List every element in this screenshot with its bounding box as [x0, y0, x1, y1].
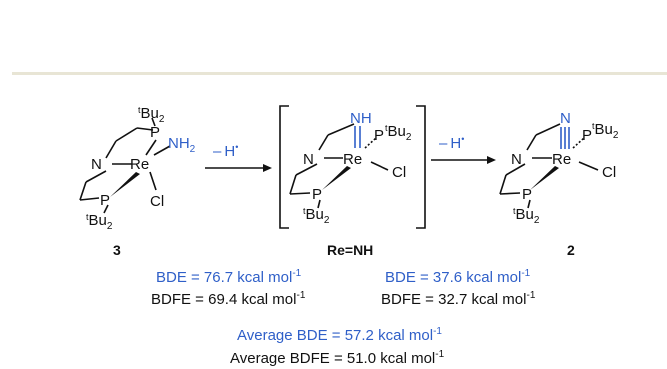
atom-p: P: [150, 124, 160, 141]
tbu2-group: tBu2: [592, 121, 619, 141]
step1-bdfe: BDFE = 69.4 kcal mol-1: [151, 290, 306, 308]
tbu2-group: tBu2: [303, 206, 330, 226]
atom-cl: Cl: [392, 164, 406, 181]
atom-cl: Cl: [150, 193, 164, 210]
intermediate-brackets: [279, 105, 426, 229]
compound-label-re-nh: Re=NH: [327, 242, 373, 258]
compound-2-structure: N Re N P P Cl tBu2 tBu2: [499, 110, 619, 226]
atom-cl: Cl: [602, 164, 616, 181]
reaction-arrow-1: –H•: [205, 142, 272, 172]
compound-3-structure: N Re P P Cl NH2 tBu2 tBu2: [79, 105, 196, 232]
nitride-ligand: N: [560, 110, 571, 127]
atom-n: N: [511, 151, 522, 168]
average-bde: Average BDE = 57.2 kcal mol-1: [237, 326, 442, 344]
atom-p: P: [312, 186, 322, 203]
atom-p: P: [374, 127, 384, 144]
atom-n: N: [303, 151, 314, 168]
step2-bdfe: BDFE = 32.7 kcal mol-1: [381, 290, 536, 308]
atom-p: P: [100, 192, 110, 209]
h-atom-abstraction-label: –H•: [213, 142, 238, 160]
average-bdfe: Average BDFE = 51.0 kcal mol-1: [230, 349, 445, 367]
tbu2-group: tBu2: [138, 105, 165, 125]
atom-re: Re: [343, 151, 362, 168]
tbu2-group: tBu2: [86, 212, 113, 232]
atom-re: Re: [130, 156, 149, 173]
nh2-ligand: NH2: [168, 135, 196, 155]
step2-bde: BDE = 37.6 kcal mol-1: [385, 268, 531, 286]
nh-ligand: NH: [350, 110, 372, 127]
top-divider-rule: [12, 72, 667, 75]
atom-re: Re: [552, 151, 571, 168]
tbu2-group: tBu2: [513, 206, 540, 226]
compound-label-3: 3: [113, 242, 121, 258]
step1-bde: BDE = 76.7 kcal mol-1: [156, 268, 302, 286]
compound-label-2: 2: [567, 242, 575, 258]
compound-re-nh-structure: N Re NH P P Cl tBu2 tBu2: [289, 110, 412, 226]
reaction-arrow-2: –H•: [431, 134, 496, 164]
atom-p: P: [582, 127, 592, 144]
h-atom-abstraction-label: –H•: [439, 134, 464, 152]
atom-n: N: [91, 156, 102, 173]
tbu2-group: tBu2: [385, 123, 412, 143]
atom-p: P: [522, 186, 532, 203]
